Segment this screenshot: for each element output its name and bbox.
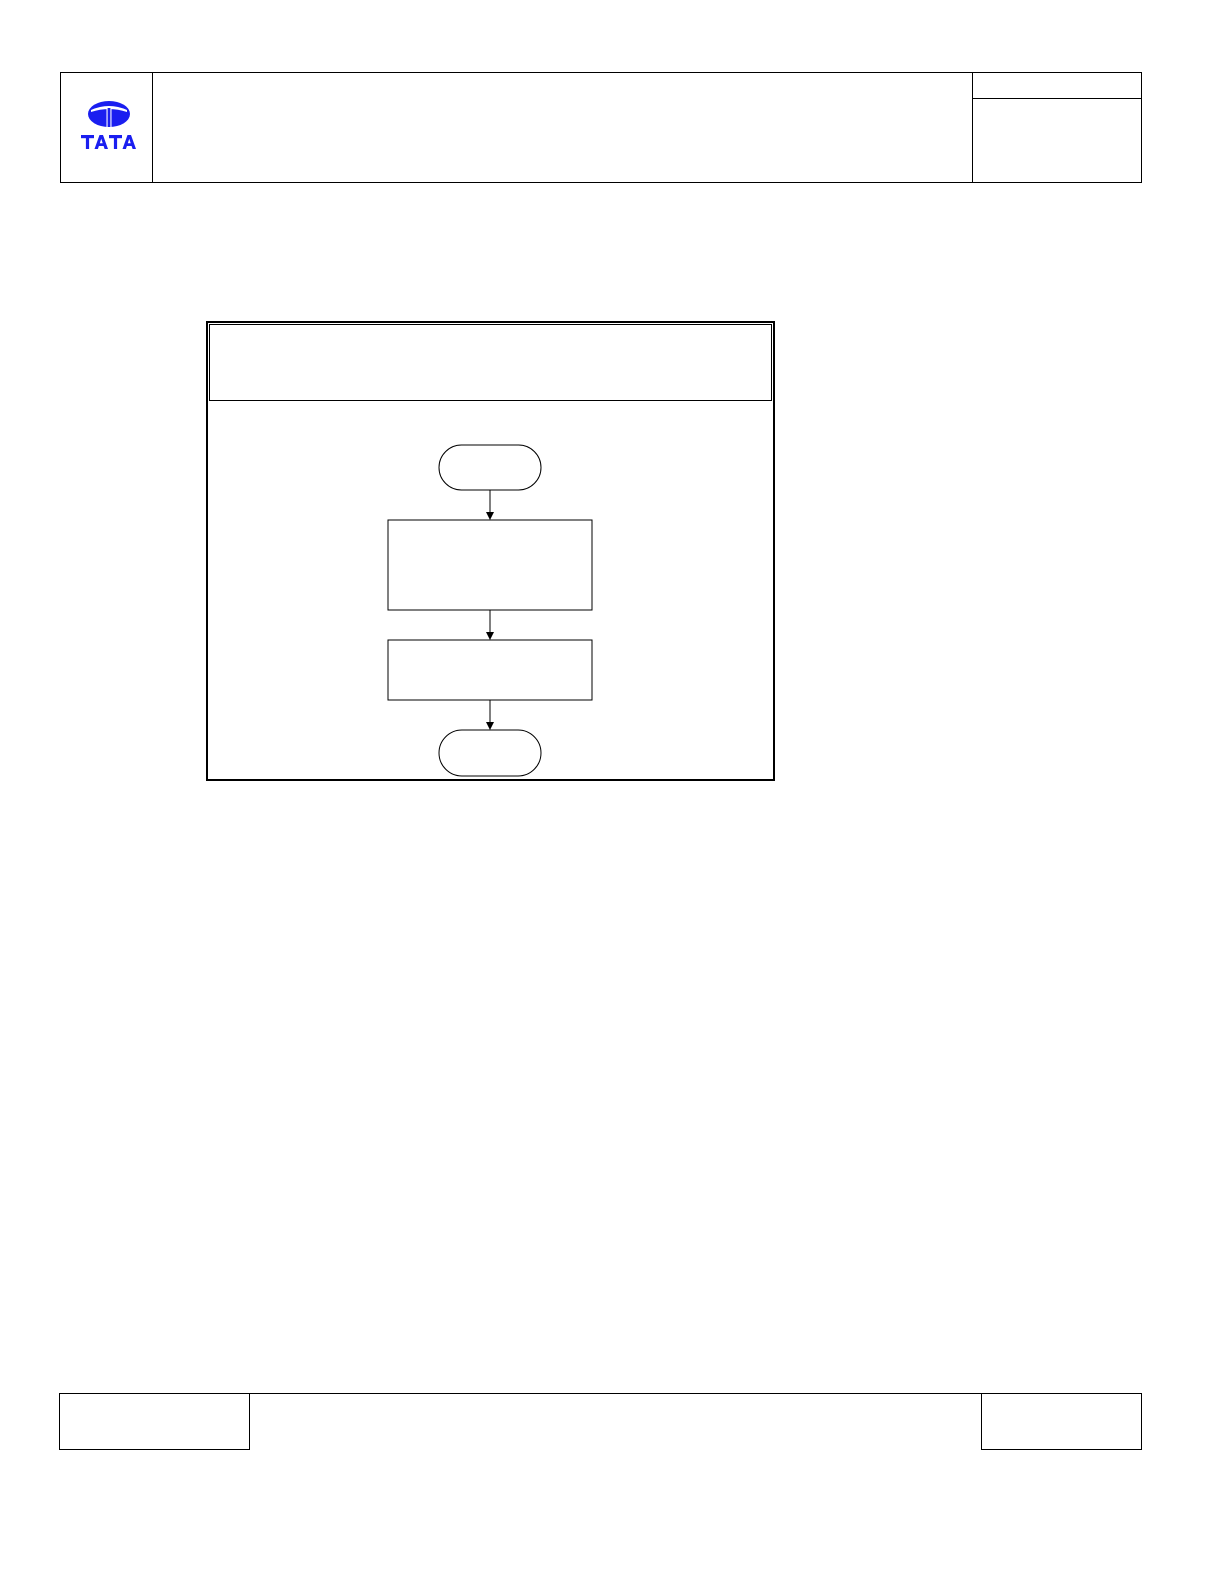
tata-wordmark xyxy=(81,135,136,149)
footer-right-cell xyxy=(981,1393,1142,1450)
flowchart-start-node xyxy=(438,444,542,491)
header-logo-cell xyxy=(60,72,153,183)
flowchart-diagram xyxy=(387,444,593,777)
footer-left-cell xyxy=(59,1393,250,1450)
header-title-cell xyxy=(152,72,973,183)
tata-logo xyxy=(81,101,136,149)
flowchart-step-2-node xyxy=(387,639,593,701)
tata-emblem-icon xyxy=(88,101,130,127)
flowchart-title-box xyxy=(209,324,772,401)
footer-middle-cell xyxy=(249,1393,982,1450)
header-revision-cell xyxy=(972,98,1142,183)
header-doc-number-cell xyxy=(972,72,1142,99)
flowchart-end-node xyxy=(438,729,542,777)
flowchart-frame xyxy=(206,321,775,781)
flowchart-step-1-node xyxy=(387,519,593,611)
